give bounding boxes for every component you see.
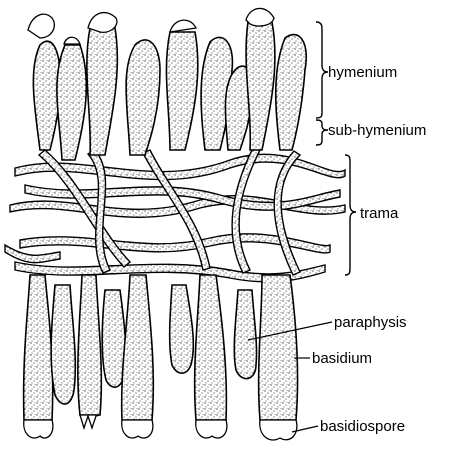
basidium-upper-1: [57, 45, 86, 160]
label-basidiospore: basidiospore: [320, 418, 405, 435]
basidiospore-2: [122, 420, 153, 438]
basidium-lower-4: [195, 275, 227, 420]
sterigmata-3: [170, 20, 196, 32]
basidium-lower-1: [24, 275, 53, 420]
basidium-lower-3: [122, 275, 154, 420]
basidiospore-1: [24, 420, 53, 438]
basidium-upper-3: [166, 32, 197, 150]
paraphysis-upper-5: [276, 35, 306, 150]
paraphysis-lower-3: [170, 285, 194, 373]
sterigmata-5: [64, 37, 80, 44]
paraphysis-lower-1: [51, 285, 75, 404]
paraphysis-lower-4: [234, 290, 256, 379]
sub-hymenium-bracket: [316, 120, 328, 145]
trama-hyphae: [5, 148, 345, 282]
basidium-lower-2: [78, 275, 102, 415]
basidium-lower-5: [259, 275, 298, 420]
lower-hymenium: [24, 275, 298, 440]
hymenium-bracket: [316, 22, 328, 118]
label-trama: trama: [360, 205, 399, 222]
label-sub-hymenium: sub-hymenium: [328, 122, 426, 139]
label-basidium: basidium: [312, 350, 372, 367]
basidiospore-4: [260, 420, 297, 440]
trama-bracket: [345, 155, 356, 275]
basidium-upper-2: [87, 28, 118, 155]
basidiospore-3: [196, 420, 227, 438]
basidium-upper-4: [246, 22, 275, 150]
label-paraphysis: paraphysis: [334, 314, 407, 331]
upper-hymenium: [28, 8, 306, 160]
sterigmata-2: [88, 13, 117, 33]
label-hymenium: hymenium: [328, 64, 397, 81]
frayed-tip: [80, 415, 100, 428]
paraphysis-upper-2: [126, 40, 160, 155]
sterigmata-1: [28, 14, 54, 38]
sterigmata-4: [246, 8, 274, 26]
